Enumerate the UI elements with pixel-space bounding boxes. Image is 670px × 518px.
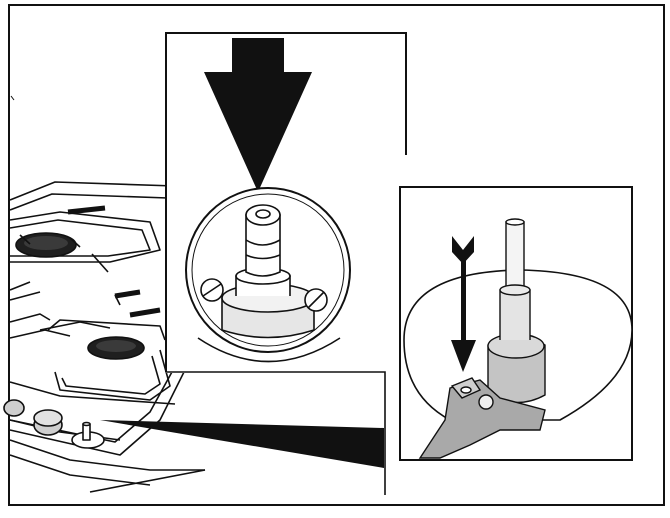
grate-front-middle — [47, 289, 171, 401]
adjust-down-arrow — [451, 236, 476, 372]
spindle-shaft — [245, 204, 281, 277]
adjust-wrench — [418, 377, 546, 459]
press-down-arrow — [204, 38, 312, 192]
edge-tick — [10, 95, 15, 101]
control-strip-top — [9, 381, 176, 405]
hob-overview — [3, 181, 301, 493]
panel-border — [165, 32, 407, 372]
adjust-spindle — [487, 218, 546, 404]
zoom-callout-wedge — [100, 420, 384, 468]
spindle-adjustment-detail — [399, 186, 633, 461]
control-spindle-exposed — [71, 421, 105, 449]
control-knob-left — [3, 399, 25, 417]
fixing-screw-right — [304, 288, 328, 312]
control-knob-middle — [33, 409, 63, 436]
fixing-screw-left — [200, 278, 224, 302]
grate-back-left — [9, 205, 161, 273]
knob-spindle-detail — [165, 32, 407, 495]
